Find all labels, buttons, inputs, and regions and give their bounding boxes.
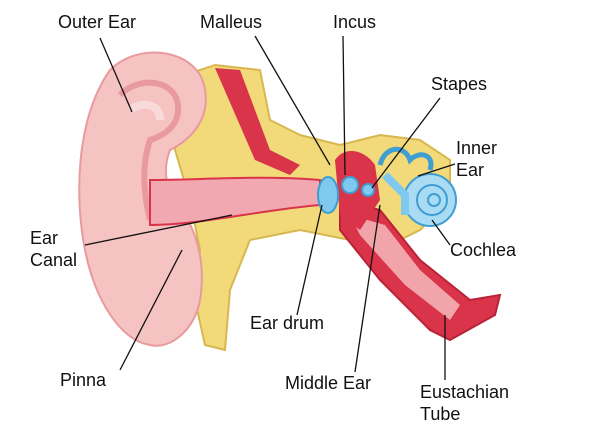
label-malleus: Malleus	[200, 12, 263, 32]
label-eustachian-line1: Eustachian	[420, 382, 510, 402]
muscle-band	[215, 68, 300, 175]
label-ear-canal-line1: Ear	[30, 228, 59, 248]
label-stapes: Stapes	[431, 74, 488, 94]
inner-ear-cochlea	[377, 146, 457, 227]
middle-ear-cavity	[335, 150, 380, 230]
eustachian-tube	[339, 198, 502, 342]
label-inner-ear-line2: Ear	[456, 160, 485, 180]
label-ear-canal-line2: Canal	[30, 250, 78, 270]
label-pinna: Pinna	[60, 370, 107, 390]
label-ear-drum: Ear drum	[250, 313, 325, 333]
label-eustachian-line2: Tube	[420, 404, 461, 424]
ossicles-eardrum	[317, 176, 375, 214]
label-incus: Incus	[333, 12, 377, 32]
label-middle-ear: Middle Ear	[285, 373, 372, 393]
label-cochlea: Cochlea	[450, 240, 517, 260]
pinna-shape	[78, 51, 207, 347]
leader-lines	[84, 35, 456, 380]
label-inner-ear-line1: Inner	[456, 138, 498, 158]
label-outer-ear: Outer Ear	[58, 12, 137, 32]
